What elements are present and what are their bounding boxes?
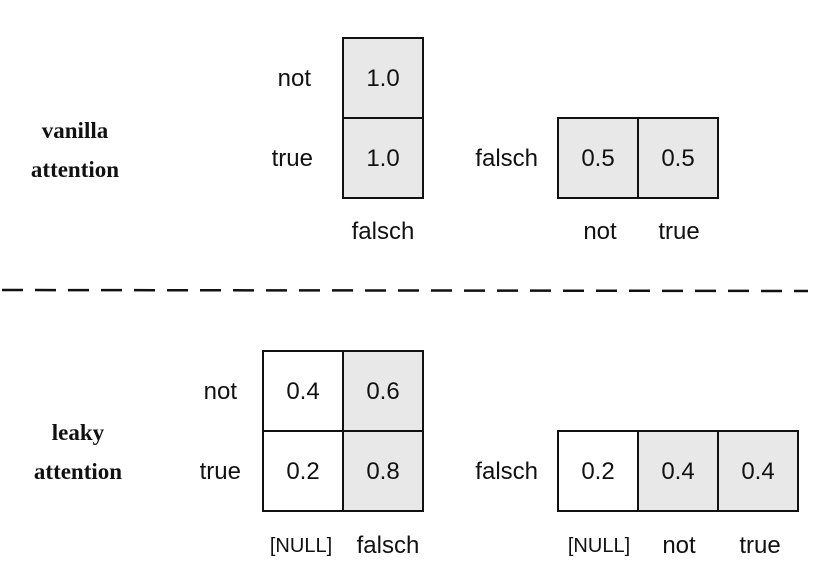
leaky-title-line-1: leaky — [52, 420, 105, 445]
leaky-left-value-0-1: 0.6 — [366, 378, 399, 405]
vanilla-left-value-0-0: 1.0 — [366, 65, 399, 92]
vanilla-left-cell-0-0 — [342, 37, 424, 119]
leaky-left-value-0-0: 0.4 — [286, 378, 319, 405]
vanilla-left-row-label-0: not — [278, 65, 312, 92]
vanilla-right-matrix: 0.5 0.5 falsch not true — [475, 117, 719, 245]
vanilla-right-cell-0-0 — [557, 117, 639, 199]
vanilla-right-value-0-0: 0.5 — [581, 145, 614, 172]
leaky-left-cell-1-0 — [262, 430, 344, 512]
leaky-right-cell-0-2 — [717, 430, 799, 512]
leaky-left-col-label-1: falsch — [357, 532, 420, 559]
vanilla-right-col-label-1: true — [658, 218, 699, 245]
leaky-right-cell-0-0 — [557, 430, 639, 512]
leaky-right-row-label-0: falsch — [475, 458, 538, 485]
vanilla-left-matrix: 1.0 1.0 not true falsch — [272, 37, 424, 245]
vanilla-left-value-1-0: 1.0 — [366, 145, 399, 172]
leaky-right-col-label-0: [NULL] — [568, 535, 630, 557]
vanilla-right-value-0-1: 0.5 — [661, 145, 694, 172]
vanilla-right-cell-0-1 — [637, 117, 719, 199]
vanilla-left-col-label-0: falsch — [352, 218, 415, 245]
vanilla-section: vanilla attention 1.0 1.0 not true falsc… — [31, 37, 719, 245]
leaky-right-col-label-1: not — [662, 532, 696, 559]
leaky-left-cell-1-1 — [342, 430, 424, 512]
vanilla-right-row-label-0: falsch — [475, 145, 538, 172]
leaky-right-matrix: 0.2 0.4 0.4 falsch [NULL] not true — [475, 430, 799, 559]
leaky-left-matrix: 0.4 0.6 0.2 0.8 not true [NULL] falsch — [200, 350, 424, 559]
leaky-left-cell-0-1 — [342, 350, 424, 432]
leaky-right-value-0-2: 0.4 — [741, 458, 774, 485]
vanilla-title-line-2: attention — [31, 157, 119, 182]
vanilla-right-col-label-0: not — [583, 218, 617, 245]
leaky-left-row-label-0: not — [204, 378, 238, 405]
leaky-left-value-1-1: 0.8 — [366, 458, 399, 485]
leaky-left-col-label-0: [NULL] — [270, 535, 332, 557]
leaky-right-value-0-0: 0.2 — [581, 458, 614, 485]
leaky-right-cell-0-1 — [637, 430, 719, 512]
section-divider — [1, 288, 809, 293]
leaky-right-value-0-1: 0.4 — [661, 458, 694, 485]
leaky-section: leaky attention 0.4 0.6 0.2 0.8 not true… — [34, 350, 799, 559]
leaky-title-line-2: attention — [34, 459, 122, 484]
vanilla-title-line-1: vanilla — [42, 118, 109, 143]
vanilla-left-row-label-1: true — [272, 145, 313, 172]
vanilla-left-cell-1-0 — [342, 117, 424, 199]
leaky-left-value-1-0: 0.2 — [286, 458, 319, 485]
leaky-right-col-label-2: true — [739, 532, 780, 559]
leaky-left-row-label-1: true — [200, 458, 241, 485]
